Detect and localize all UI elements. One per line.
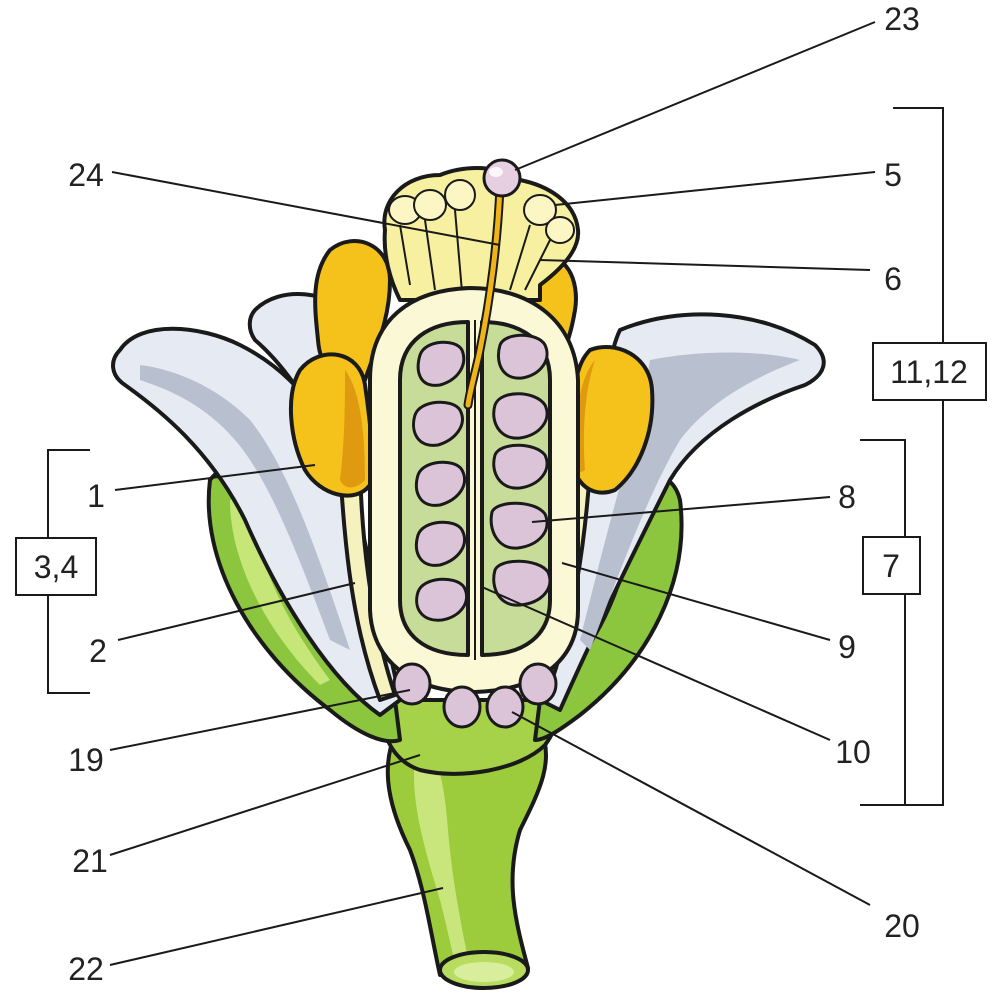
label-24: 24: [68, 157, 104, 193]
leader-20: [512, 712, 870, 905]
label-6: 6: [884, 261, 902, 297]
ovule: [494, 394, 547, 438]
label-10: 10: [835, 734, 871, 770]
label-23: 23: [884, 1, 920, 37]
bracket-11-12: [893, 108, 943, 805]
ovule: [494, 445, 547, 488]
label-box-3-4: 3,4: [34, 549, 78, 585]
ovule: [491, 503, 547, 548]
leader-22: [110, 888, 443, 965]
ovule: [417, 579, 467, 620]
leader-23: [515, 22, 875, 170]
label-19: 19: [68, 742, 104, 778]
label-box-7: 7: [882, 548, 900, 584]
label-8: 8: [838, 479, 856, 515]
pollen-grain: [484, 160, 520, 196]
label-9: 9: [838, 629, 856, 665]
label-box-11-12: 11,12: [890, 354, 968, 390]
label-22: 22: [68, 951, 104, 987]
leader-21: [110, 755, 420, 855]
label-1: 1: [87, 478, 105, 514]
ovule: [494, 561, 550, 605]
leader-5: [555, 172, 875, 205]
flower-illustration: [113, 160, 824, 988]
label-2: 2: [89, 633, 107, 669]
label-21: 21: [72, 843, 108, 879]
leader-6: [540, 260, 870, 270]
label-20: 20: [884, 908, 920, 944]
label-5: 5: [884, 157, 902, 193]
pollen-grain-shine: [489, 167, 503, 177]
pedicel-cut-inner: [454, 962, 514, 982]
